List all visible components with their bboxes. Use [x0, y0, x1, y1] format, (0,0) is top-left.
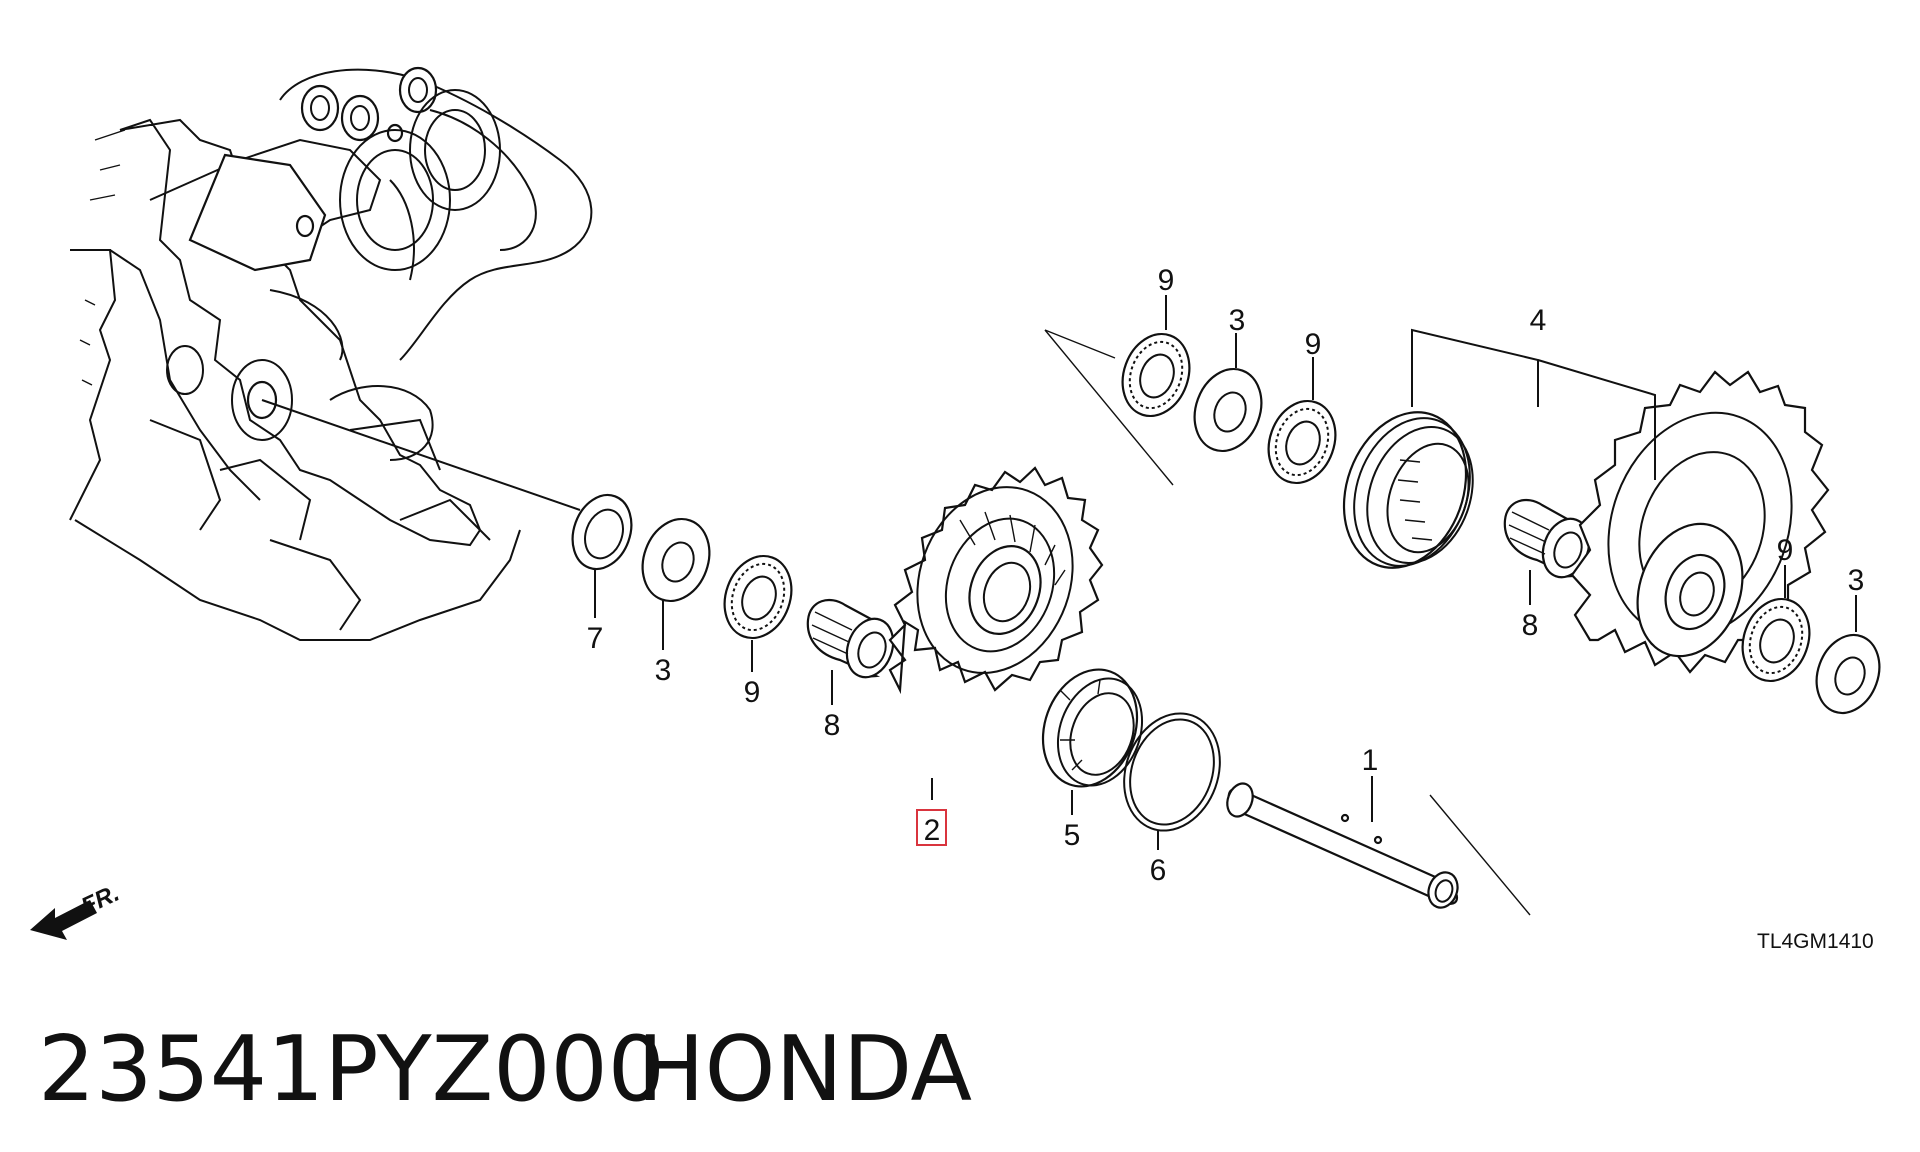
- washer-3-upper: [1193, 367, 1263, 453]
- callout-8-lower: 8: [824, 709, 841, 742]
- callout-9-upper-a: 9: [1158, 264, 1175, 297]
- callout-1: 1: [1362, 744, 1379, 777]
- gear-2: [888, 466, 1104, 695]
- callout-2: 2: [924, 814, 941, 847]
- callout-9-upper-b: 9: [1305, 328, 1322, 361]
- callout-2-highlight-box: [916, 809, 947, 846]
- part-number: 23541PYZ000: [38, 1017, 665, 1122]
- callout-6: 6: [1150, 854, 1167, 887]
- callout-3-upper: 3: [1229, 304, 1246, 337]
- gear-4: [1570, 370, 1830, 674]
- needle-bearing-8-lower: [806, 598, 895, 679]
- callout-4: 4: [1530, 304, 1547, 337]
- callouts: 9 3 9 4 7 3 9 8 2 5 6 1 8 9 3: [587, 264, 1865, 887]
- washer-3-lower: [641, 517, 711, 603]
- callout-3-right: 3: [1848, 564, 1865, 597]
- thrust-bearing-9-lower: [723, 554, 793, 640]
- needle-bearing-8-upper: [1503, 498, 1591, 579]
- washer-3-right: [1815, 633, 1881, 715]
- thrust-bearing-9-upper-a: [1121, 332, 1191, 418]
- thrust-bearing-9-right: [1741, 597, 1811, 683]
- synchro-ring-5: [1041, 668, 1144, 788]
- front-direction-arrow: FR.: [30, 880, 124, 940]
- synchro-sleeve-4: [1342, 411, 1474, 569]
- washer-7: [571, 493, 633, 571]
- front-arrow-icon: [30, 900, 97, 940]
- callout-5: 5: [1064, 819, 1081, 852]
- callout-9-right: 9: [1777, 534, 1794, 567]
- diagram-code: TL4GM1410: [1757, 930, 1874, 953]
- circlip-6: [1123, 712, 1221, 832]
- transmission-housing: [69, 66, 593, 641]
- leader-lines: [594, 295, 1857, 850]
- brand-name: HONDA: [637, 1017, 972, 1122]
- callout-7: 7: [587, 622, 604, 655]
- thrust-bearing-9-upper-b: [1267, 399, 1337, 485]
- callout-8-upper: 8: [1522, 609, 1539, 642]
- callout-9-lower: 9: [744, 676, 761, 709]
- shaft-1: [1226, 782, 1531, 916]
- callout-3-lower: 3: [655, 654, 672, 687]
